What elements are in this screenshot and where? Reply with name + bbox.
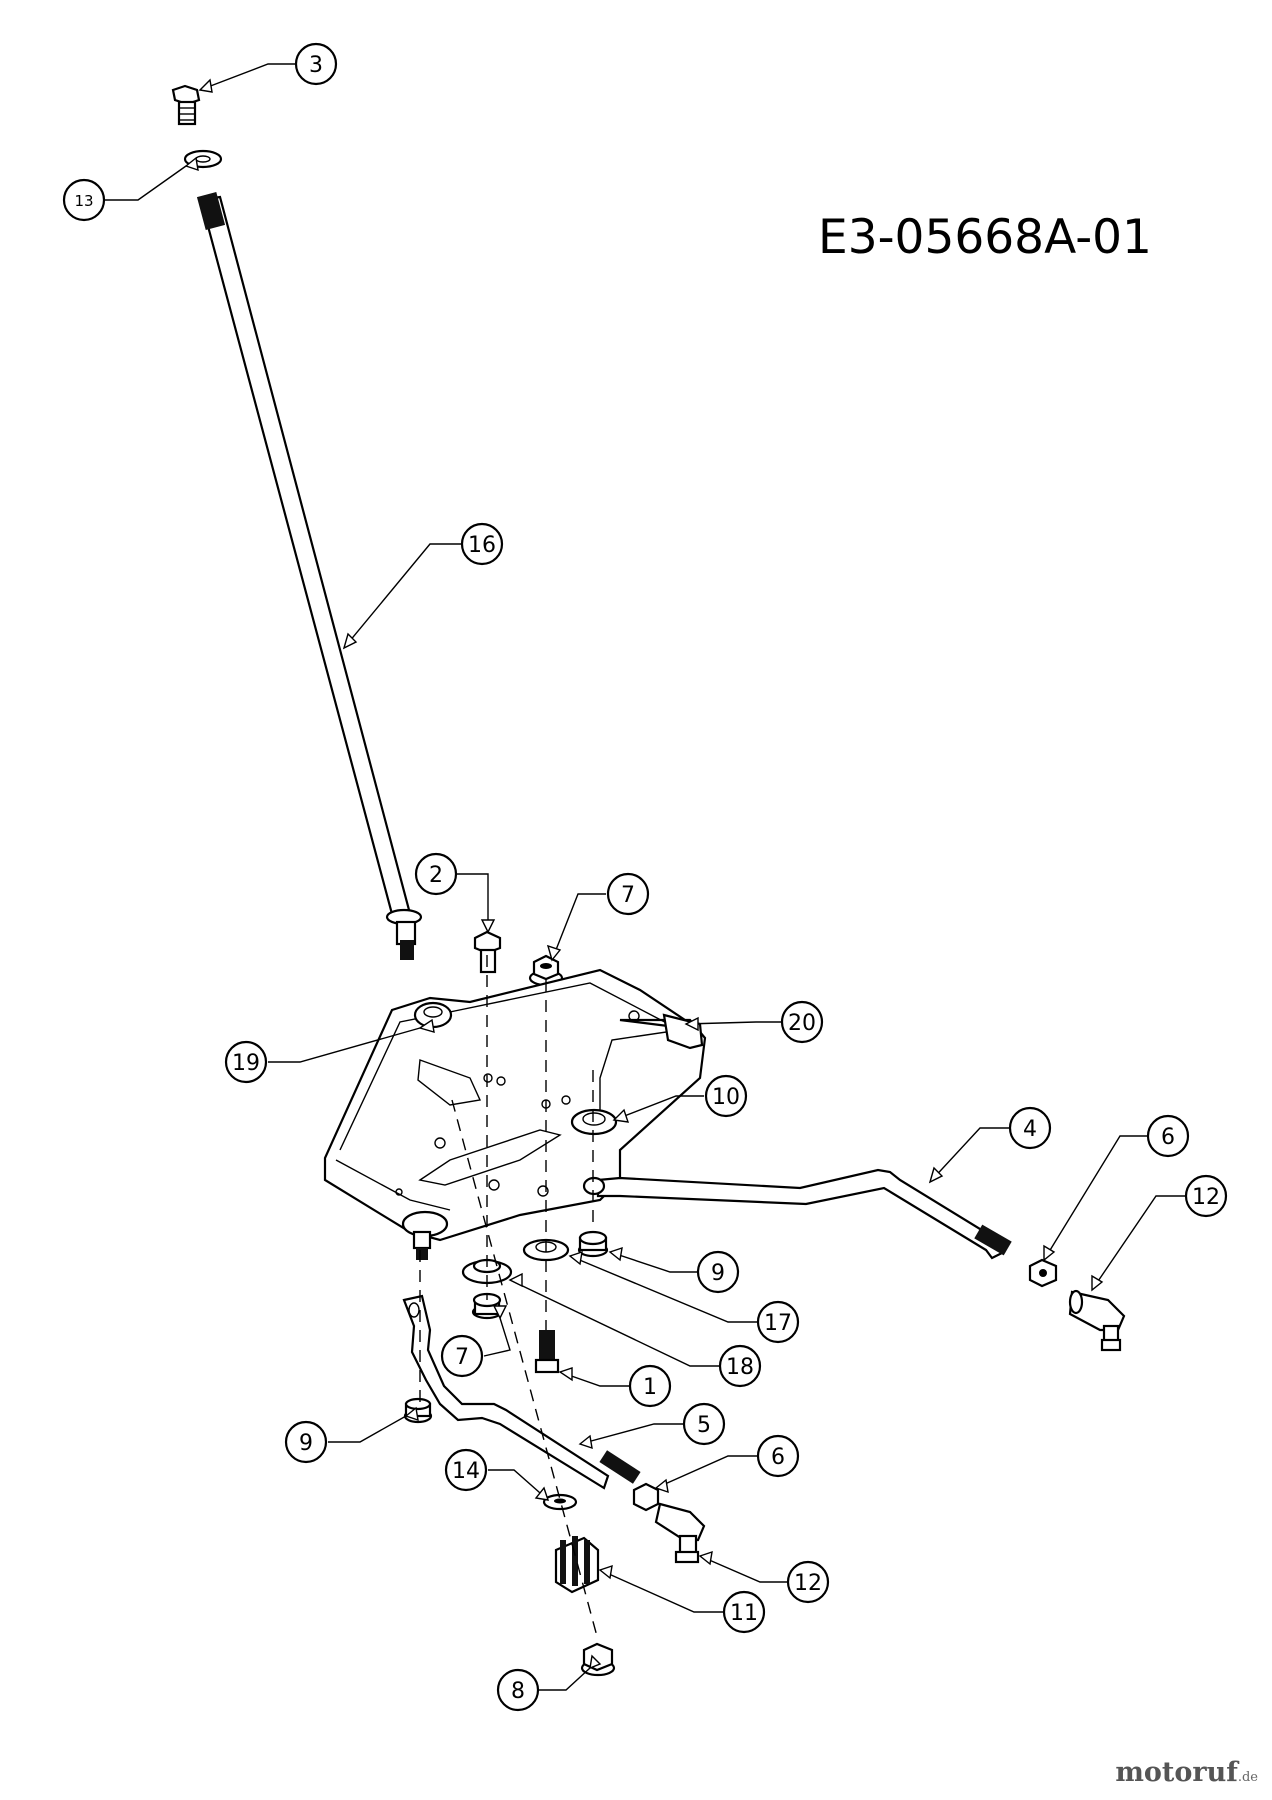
callout-18: 18 <box>718 1344 762 1388</box>
callout-14: 14 <box>444 1448 488 1492</box>
callout-17: 17 <box>756 1300 800 1344</box>
svg-text:16: 16 <box>468 533 496 558</box>
part-9-nut-upper <box>577 1230 609 1258</box>
svg-text:13: 13 <box>74 192 93 210</box>
leader-arrowheads <box>184 78 1104 1670</box>
assembly-center-lines <box>419 955 599 1641</box>
callout-19: 19 <box>224 1040 268 1084</box>
callout-12-right: 12 <box>1184 1174 1228 1218</box>
svg-text:4: 4 <box>1023 1117 1037 1142</box>
svg-text:8: 8 <box>511 1679 525 1704</box>
watermark-main: motoruf <box>1115 1757 1238 1788</box>
svg-text:2: 2 <box>429 863 443 888</box>
svg-text:6: 6 <box>771 1445 785 1470</box>
part-20-steering-bracket <box>323 968 707 1260</box>
callout-12-left: 12 <box>786 1560 830 1604</box>
watermark-logo: motoruf.de <box>1115 1757 1258 1788</box>
part-6-jam-nut-left <box>632 1482 660 1512</box>
callout-11: 11 <box>722 1590 766 1634</box>
callout-13: 13 <box>62 178 106 222</box>
callout-8: 8 <box>496 1668 540 1712</box>
callout-6-right: 6 <box>1146 1114 1190 1158</box>
svg-text:7: 7 <box>621 883 635 908</box>
callout-9-lower: 9 <box>284 1420 328 1464</box>
callout-4: 4 <box>1008 1106 1052 1150</box>
callout-10: 10 <box>704 1074 748 1118</box>
callout-5: 5 <box>682 1402 726 1446</box>
svg-text:9: 9 <box>711 1261 725 1286</box>
callout-1: 1 <box>628 1364 672 1408</box>
svg-text:9: 9 <box>299 1431 313 1456</box>
diagram-id: E3-05668A-01 <box>818 210 1152 265</box>
part-2-bolt <box>473 930 502 974</box>
svg-text:3: 3 <box>309 53 323 78</box>
callout-20: 20 <box>780 1000 824 1044</box>
svg-text:20: 20 <box>788 1011 816 1036</box>
callout-7-upper: 7 <box>606 872 650 916</box>
callout-2: 2 <box>414 852 458 896</box>
svg-text:12: 12 <box>794 1571 822 1596</box>
svg-text:7: 7 <box>455 1345 469 1370</box>
callout-9-upper: 9 <box>696 1250 740 1294</box>
part-12-ball-joint-right <box>1068 1289 1126 1352</box>
svg-text:18: 18 <box>726 1355 754 1380</box>
part-4-tie-rod-right <box>582 1168 1012 1260</box>
callouts: 3 13 16 2 7 20 19 10 <box>62 42 1228 1712</box>
part-16-steering-shaft <box>196 191 423 960</box>
callout-6-left: 6 <box>756 1434 800 1478</box>
svg-text:6: 6 <box>1161 1125 1175 1150</box>
part-7-flange-nut-upper <box>528 954 564 987</box>
part-1-bolt <box>534 1330 560 1374</box>
callout-7-lower: 7 <box>440 1334 484 1378</box>
leader-lines <box>104 63 1186 1691</box>
svg-text:19: 19 <box>232 1051 260 1076</box>
svg-text:10: 10 <box>712 1085 740 1110</box>
svg-text:14: 14 <box>452 1459 480 1484</box>
part-5-drag-link-left <box>402 1294 641 1490</box>
part-6-jam-nut-right <box>1028 1258 1058 1288</box>
part-12-ball-joint-left <box>654 1502 706 1564</box>
part-14-washer <box>542 1493 578 1511</box>
callout-16: 16 <box>460 522 504 566</box>
svg-text:1: 1 <box>643 1375 657 1400</box>
callout-3: 3 <box>294 42 338 86</box>
part-3-bolt <box>171 84 201 126</box>
svg-text:12: 12 <box>1192 1185 1220 1210</box>
svg-text:5: 5 <box>697 1413 711 1438</box>
svg-text:11: 11 <box>730 1601 758 1626</box>
svg-text:17: 17 <box>764 1311 792 1336</box>
watermark-suffix: .de <box>1237 1770 1258 1785</box>
